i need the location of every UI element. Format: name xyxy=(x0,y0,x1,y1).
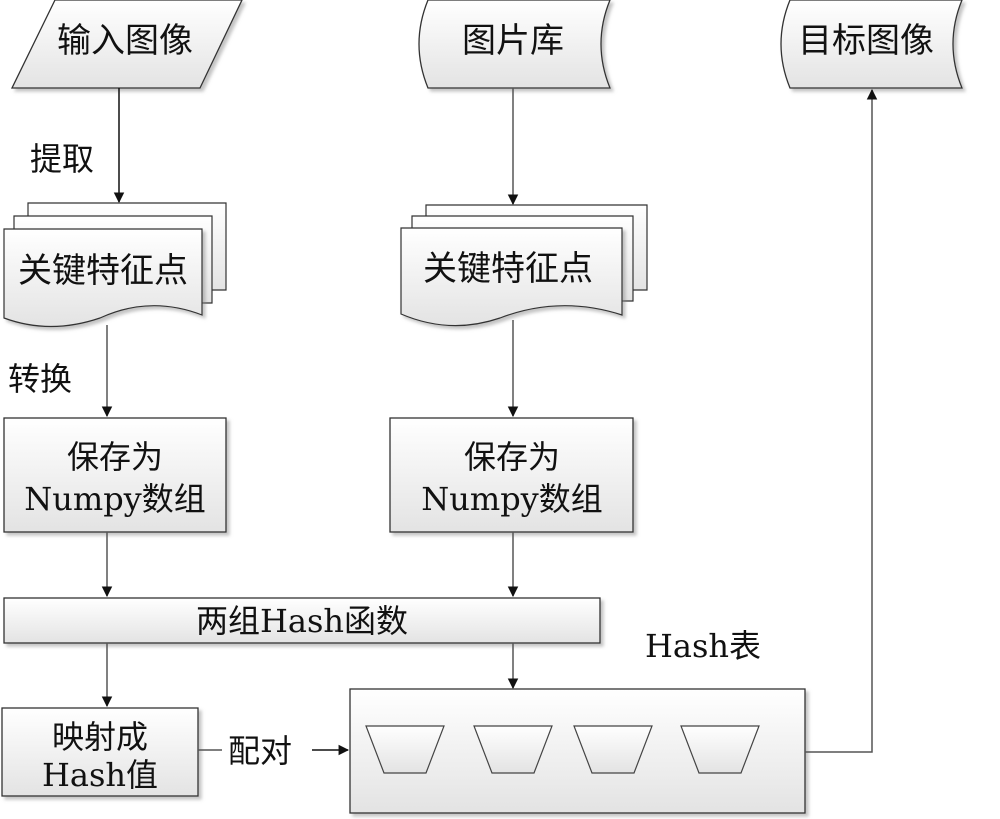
hash-functions-label: 两组Hash函数 xyxy=(196,602,408,640)
keypoints-right-label: 关键特征点 xyxy=(423,249,593,289)
numpy-left-line1: 保存为 xyxy=(67,438,163,476)
numpy-right-line1: 保存为 xyxy=(464,438,560,476)
numpy-left-node: 保存为 Numpy数组 xyxy=(3,417,227,533)
numpy-right-node: 保存为 Numpy数组 xyxy=(389,417,634,533)
map-hash-line2: Hash值 xyxy=(42,756,158,794)
target-image-node: 目标图像 xyxy=(780,0,963,89)
target-image-label: 目标图像 xyxy=(798,21,934,61)
arrow-table-target xyxy=(805,88,878,753)
hash-bucket xyxy=(680,725,760,774)
hash-buckets xyxy=(365,725,760,774)
hash-functions-node: 两组Hash函数 xyxy=(3,597,601,644)
hash-table-label: Hash表 xyxy=(645,627,761,665)
keypoints-left-node: 关键特征点 xyxy=(3,202,227,328)
numpy-left-line2: Numpy数组 xyxy=(24,480,206,518)
edge-label-convert: 转换 xyxy=(8,360,72,398)
hash-bucket xyxy=(365,725,445,774)
image-library-node: 图片库 xyxy=(418,0,611,89)
hash-table-node xyxy=(349,688,806,814)
image-library-label: 图片库 xyxy=(462,21,564,61)
keypoints-right-node: 关键特征点 xyxy=(400,204,648,327)
numpy-right-line2: Numpy数组 xyxy=(421,480,603,518)
input-image-label: 输入图像 xyxy=(57,21,193,61)
hash-bucket xyxy=(473,725,553,774)
edge-label-extract: 提取 xyxy=(30,140,94,178)
keypoints-left-label: 关键特征点 xyxy=(18,251,188,291)
edge-label-pair: 配对 xyxy=(228,732,292,770)
map-hash-line1: 映射成 xyxy=(52,718,148,756)
map-hash-node: 映射成 Hash值 xyxy=(1,707,199,797)
hash-bucket xyxy=(573,725,653,774)
input-image-node: 输入图像 xyxy=(10,0,243,89)
